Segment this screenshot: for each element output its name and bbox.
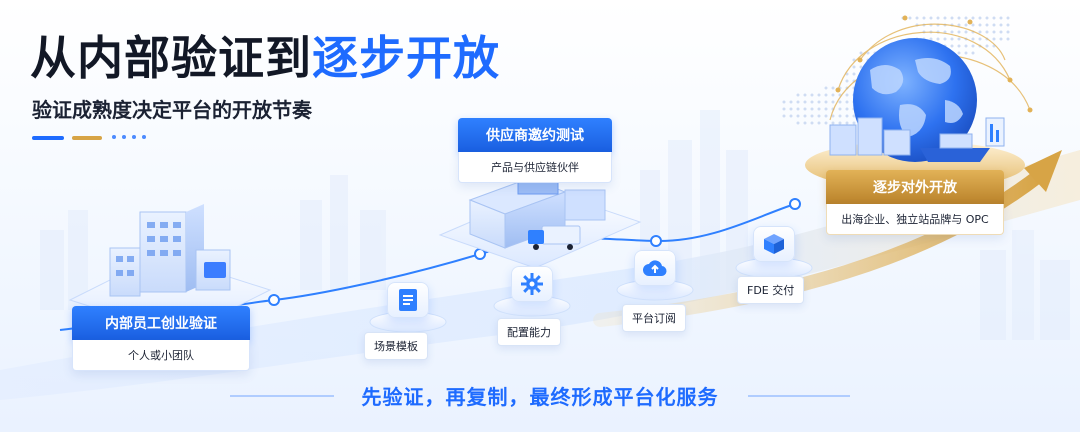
stage-card-internal: 内部员工创业验证 个人或小团队	[72, 306, 250, 371]
arrow-head	[1024, 150, 1062, 192]
step-label-template: 场景模板	[364, 332, 428, 360]
title-highlight: 逐步开放	[312, 31, 500, 85]
city-skyline	[40, 110, 1070, 340]
cloud-upload-icon	[634, 250, 676, 286]
accent-dots	[112, 135, 146, 139]
step-pedestals	[369, 257, 813, 333]
step-label-config: 配置能力	[497, 318, 561, 346]
page-title: 从内部验证到逐步开放	[30, 30, 500, 86]
stage-title: 逐步对外开放	[826, 170, 1004, 204]
stage-card-open: 逐步对外开放 出海企业、独立站品牌与 OPC	[826, 170, 1004, 235]
accent-bar-gold	[72, 136, 102, 140]
step-label-subscription: 平台订阅	[622, 304, 686, 332]
stage-subtitle: 出海企业、独立站品牌与 OPC	[826, 204, 1004, 235]
stage-title: 供应商邀约测试	[458, 118, 612, 152]
footer-slogan: 先验证，再复制，最终形成平台化服务	[361, 385, 719, 409]
document-icon	[387, 282, 429, 318]
stage-title: 内部员工创业验证	[72, 306, 250, 340]
gear-icon	[511, 266, 553, 302]
warehouse-illustration	[438, 169, 642, 269]
stage-subtitle: 个人或小团队	[72, 340, 250, 371]
stage-card-supplier: 供应商邀约测试 产品与供应链伙伴	[458, 118, 612, 183]
progress-road	[0, 150, 1080, 400]
step-label-fde: FDE 交付	[737, 276, 805, 304]
accent-bar-blue	[32, 136, 64, 140]
page-subtitle: 验证成熟度决定平台的开放节奏	[32, 98, 312, 122]
title-dark: 从内部验证到	[30, 31, 312, 85]
stage-subtitle: 产品与供应链伙伴	[458, 152, 612, 183]
package-icon	[753, 226, 795, 262]
